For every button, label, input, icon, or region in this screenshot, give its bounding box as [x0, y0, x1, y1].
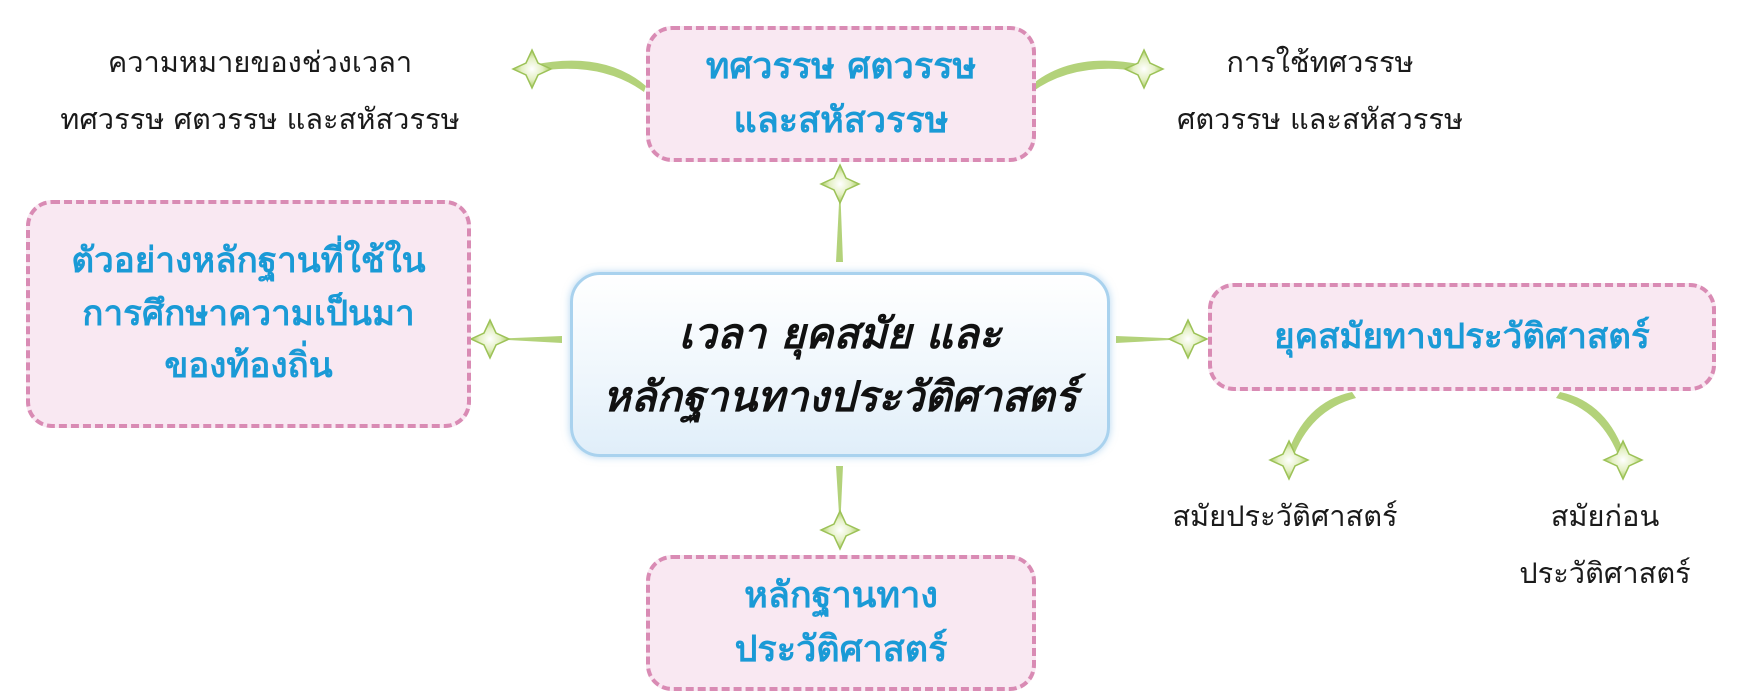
star-left	[469, 318, 511, 360]
star-top-note-right	[1123, 48, 1165, 90]
node-left-line1: ตัวอย่างหลักฐานที่ใช้ใน	[71, 241, 426, 282]
note-decade-meaning: ความหมายของช่วงเวลา ทศวรรษ ศตวรรษ และสหั…	[30, 34, 490, 147]
connector-top-note-right	[1030, 60, 1144, 92]
connector-center-right	[1116, 336, 1188, 343]
node-local-evidence-examples: ตัวอย่างหลักฐานที่ใช้ใน การศึกษาความเป็น…	[26, 200, 471, 428]
node-right-line1: ยุคสมัยทางประวัติศาสตร์	[1274, 316, 1650, 357]
note-top-left-line2: ทศวรรษ ศตวรรษ และสหัสวรรษ	[60, 101, 460, 136]
note-top-right-line2: ศตวรรษ และสหัสวรรษ	[1176, 101, 1464, 136]
note-right-right-line2: ประวัติศาสตร์	[1519, 555, 1691, 590]
note-right-right-line1: สมัยก่อน	[1550, 499, 1660, 533]
node-historical-eras: ยุคสมัยทางประวัติศาสตร์	[1208, 283, 1716, 391]
node-decade-century-millennium: ทศวรรษ ศตวรรษ และสหัสวรรษ	[646, 26, 1036, 162]
connector-center-left	[490, 336, 562, 343]
connector-center-bottom	[836, 466, 843, 530]
note-prehistoric-period: สมัยก่อน ประวัติศาสตร์	[1490, 488, 1720, 601]
node-top-line1: ทศวรรษ ศตวรรษ	[705, 46, 977, 87]
connector-right-note-left	[1286, 392, 1356, 460]
node-left-line2: การศึกษาความเป็นมา	[82, 293, 415, 334]
node-bottom-line1: หลักฐานทาง	[744, 575, 938, 616]
node-left-line3: ของท้องถิ่น	[164, 346, 333, 387]
node-historical-evidence: หลักฐานทาง ประวัติศาสตร์	[646, 555, 1036, 691]
note-right-left-line1: สมัยประวัติศาสตร์	[1172, 499, 1398, 533]
note-decade-usage: การใช้ทศวรรษ ศตวรรษ และสหัสวรรษ	[1150, 34, 1490, 147]
center-topic: เวลา ยุคสมัย และ หลักฐานทางประวัติศาสตร์	[570, 272, 1110, 457]
center-topic-line1: เวลา ยุคสมัย และ	[678, 308, 1002, 358]
star-right	[1167, 318, 1209, 360]
center-topic-line2: หลักฐานทางประวัติศาสตร์	[602, 371, 1078, 421]
connector-center-top	[836, 184, 843, 262]
star-right-note-right	[1602, 439, 1644, 481]
note-top-right-line1: การใช้ทศวรรษ	[1226, 45, 1414, 79]
node-top-line2: และสหัสวรรษ	[733, 100, 949, 141]
note-historical-period: สมัยประวัติศาสตร์	[1150, 488, 1420, 545]
star-bottom	[819, 509, 861, 551]
note-top-left-line1: ความหมายของช่วงเวลา	[107, 45, 413, 79]
star-top-note-left	[511, 48, 553, 90]
star-right-note-left	[1268, 439, 1310, 481]
connector-right-note-right	[1556, 392, 1626, 460]
node-bottom-line2: ประวัติศาสตร์	[734, 629, 948, 670]
connector-top-note-left	[532, 60, 646, 92]
star-top	[819, 163, 861, 205]
